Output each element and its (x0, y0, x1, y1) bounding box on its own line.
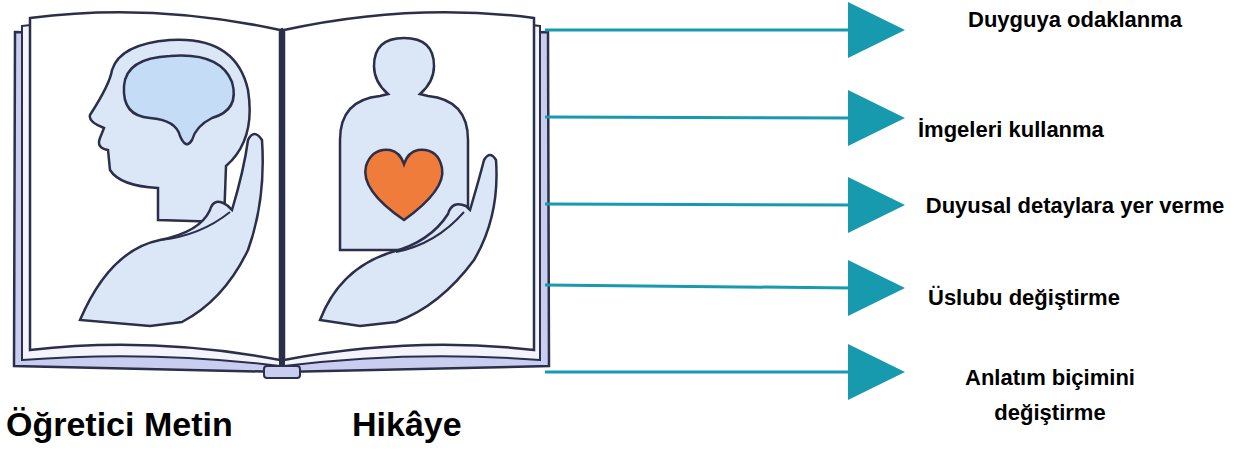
feature-label: Anlatım biçimini değiştirme (920, 360, 1180, 430)
arrow-head (848, 260, 905, 316)
arrow-line (545, 204, 852, 205)
hand-icon (80, 134, 263, 326)
brain-icon (124, 56, 234, 145)
book-page (30, 12, 280, 360)
arrow-line (545, 117, 852, 118)
head-profile (90, 40, 250, 222)
feature-label: Üslubu değiştirme (928, 280, 1238, 315)
hand-detail (160, 212, 230, 240)
book-spine (264, 366, 300, 378)
feature-label: İmgeleri kullanma (918, 112, 1238, 147)
book-spine (281, 28, 284, 366)
arrow-head (848, 177, 905, 233)
arrow-head (848, 344, 905, 400)
hand-detail (396, 212, 464, 252)
feature-label: Duyusal detaylara yer verme (915, 188, 1235, 223)
hand-icon (320, 155, 497, 326)
feature-label: Duyguya odaklanma (915, 2, 1235, 37)
arrow-line (545, 371, 852, 374)
page-caption: Öğretici Metin (6, 402, 306, 446)
page-caption: Hikâye (352, 402, 552, 446)
arrow-group (545, 2, 905, 400)
arrow-head (848, 2, 905, 58)
arrow-line (545, 285, 852, 288)
arrow-head (848, 90, 905, 146)
arrow-line (545, 29, 852, 32)
book-page (284, 12, 534, 360)
heart-icon (365, 150, 442, 220)
